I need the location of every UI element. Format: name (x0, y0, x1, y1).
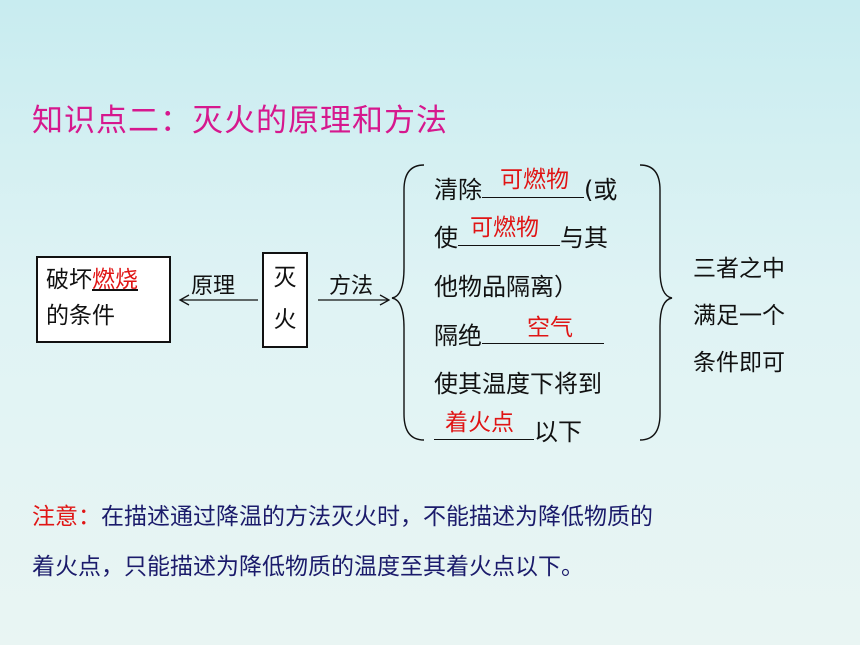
cause-answer: 燃烧 (92, 267, 138, 293)
cause-box: 破坏燃烧 的条件 (36, 256, 171, 343)
principle-arrowhead (178, 294, 190, 306)
method-1-answer: 可燃物 (500, 167, 569, 193)
method-1-suffix: (或 (584, 176, 618, 204)
method-line-6: 以下 (434, 412, 582, 447)
cause-suffix: 的条件 (46, 303, 115, 329)
note-line-1: 注意：在描述通过降温的方法灭火时，不能描述为降低物质的 (32, 497, 653, 531)
result-line-1: 三者之中 (693, 256, 785, 282)
method-line-5: 使其温度下将到 (434, 370, 602, 398)
method-6-answer: 着火点 (445, 410, 514, 436)
method-2-answer: 可燃物 (470, 215, 539, 241)
result-line-2: 满足一个 (693, 303, 785, 329)
cause-prefix: 破坏 (46, 267, 92, 293)
method-6-blank (434, 413, 534, 440)
method-line-3: 他物品隔离） (434, 273, 578, 301)
method-line-1: 清除 (或 (434, 170, 617, 205)
method-4-answer: 空气 (527, 315, 573, 341)
result-line-3: 条件即可 (693, 350, 785, 376)
method-1-blank (482, 171, 584, 198)
method-arrowhead (379, 294, 391, 306)
method-2-suffix: 与其 (560, 224, 608, 252)
method-1-prefix: 清除 (434, 176, 482, 204)
method-2-blank (458, 219, 560, 246)
method-line-4: 隔绝 (434, 316, 604, 351)
method-label: 方法 (329, 274, 374, 299)
extinguish-char-1: 灭 (273, 265, 297, 291)
extinguish-char-2: 火 (273, 307, 297, 333)
page-title: 知识点二：灭火的原理和方法 (32, 103, 448, 139)
method-6-suffix: 以下 (534, 418, 582, 446)
principle-label: 原理 (191, 274, 236, 299)
method-line-2: 使 与其 (434, 218, 608, 253)
note-text-1: 在描述通过降温的方法灭火时，不能描述为降低物质的 (101, 504, 653, 530)
note-label: 注意： (32, 504, 101, 530)
left-brace (391, 164, 425, 441)
method-2-prefix: 使 (434, 224, 458, 252)
right-brace (639, 164, 673, 441)
method-4-blank (482, 317, 604, 344)
cause-line-1: 破坏燃烧 (46, 262, 169, 298)
extinguish-box: 灭 火 (262, 252, 308, 348)
note-line-2: 着火点，只能描述为降低物质的温度至其着火点以下。 (32, 554, 584, 580)
method-4-prefix: 隔绝 (434, 322, 482, 350)
